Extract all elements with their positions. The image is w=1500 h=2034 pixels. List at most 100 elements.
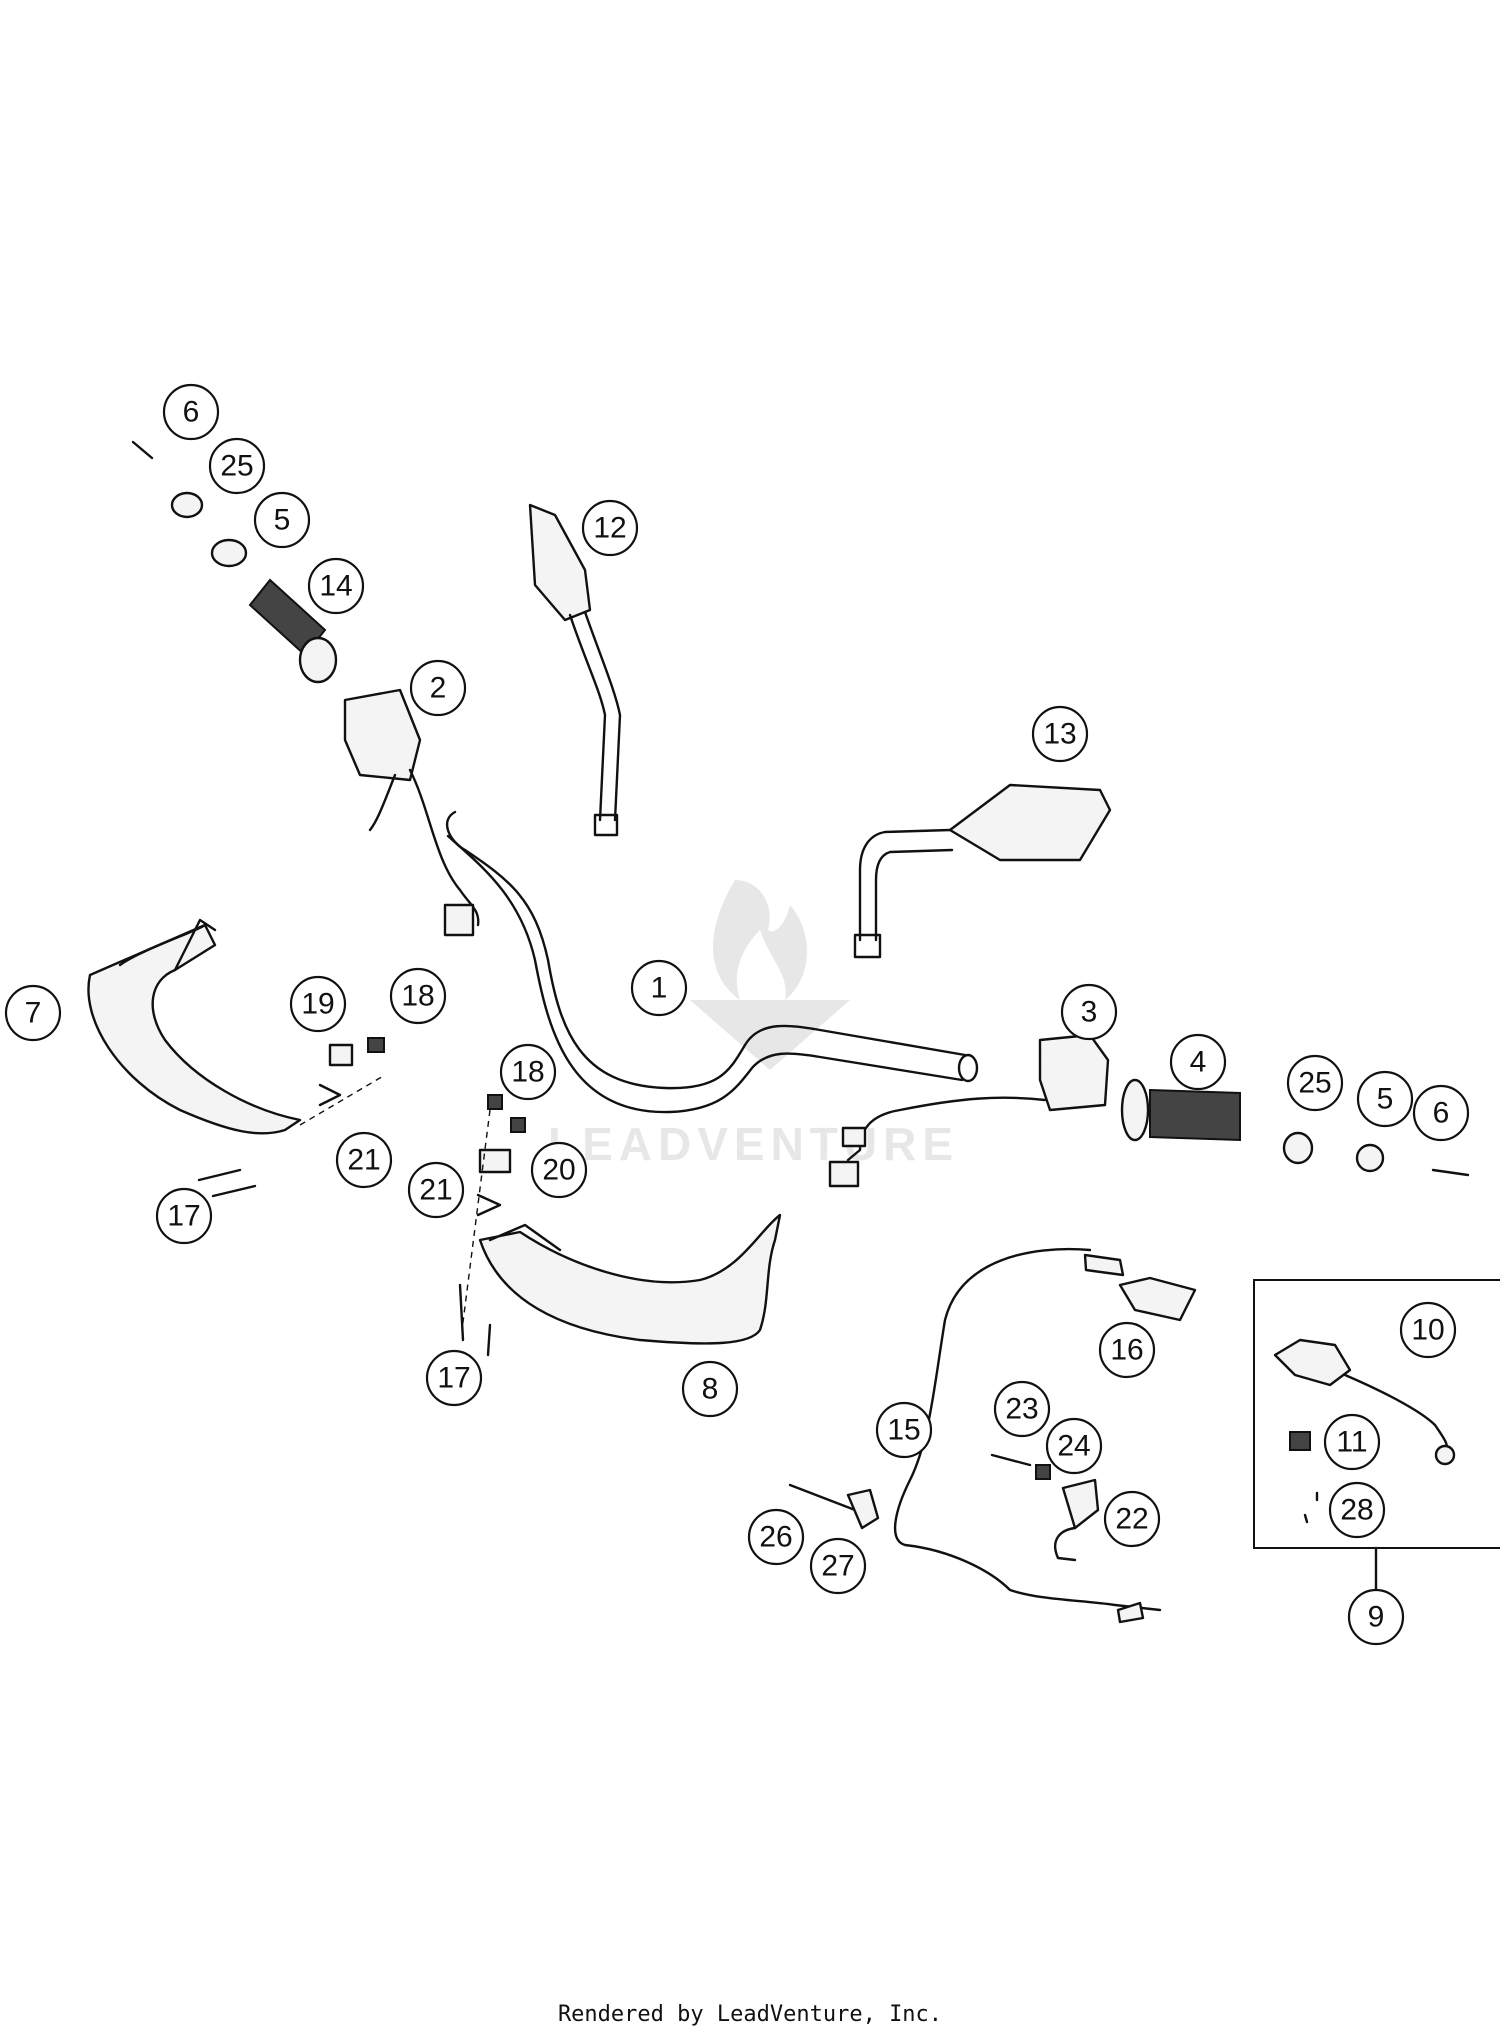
callout-number: 26 — [759, 1521, 792, 1554]
callout-number: 22 — [1115, 1503, 1148, 1536]
callout-circle — [681, 1360, 739, 1418]
callout-number: 7 — [25, 997, 42, 1030]
callout-4: 4 — [1169, 1033, 1227, 1091]
callout-number: 17 — [437, 1362, 470, 1395]
callout-13: 13 — [1031, 705, 1089, 763]
callout-number: 17 — [167, 1200, 200, 1233]
callout-26: 26 — [747, 1508, 805, 1566]
callout-5: 5 — [1356, 1070, 1414, 1128]
callout-number: 23 — [1005, 1393, 1038, 1426]
callout-3: 3 — [1060, 983, 1118, 1041]
callout-circle — [1060, 983, 1118, 1041]
callout-number: 25 — [220, 450, 253, 483]
callout-circle — [499, 1043, 557, 1101]
callout-number: 5 — [1377, 1083, 1394, 1116]
callout-number: 6 — [183, 396, 200, 429]
callout-number: 4 — [1190, 1046, 1207, 1079]
callout-circle — [1412, 1084, 1470, 1142]
callout-number: 3 — [1081, 996, 1098, 1029]
callout-number: 13 — [1043, 718, 1076, 751]
callout-number: 24 — [1057, 1430, 1090, 1463]
callout-number: 11 — [1336, 1426, 1367, 1459]
callout-24: 24 — [1045, 1417, 1103, 1475]
callout-number: 2 — [430, 672, 447, 705]
grip-left — [248, 578, 338, 684]
callout-circle — [425, 1349, 483, 1407]
callout-10: 10 — [1399, 1301, 1457, 1359]
callout-number: 18 — [511, 1056, 544, 1089]
callout-circle — [162, 383, 220, 441]
callout-circle — [1098, 1321, 1156, 1379]
callout-11: 11 — [1323, 1413, 1381, 1471]
mounting-hardware — [197, 1037, 526, 1357]
callout-circle — [1031, 705, 1089, 763]
callout-circle — [407, 1161, 465, 1219]
clutch-cable — [893, 1247, 1162, 1624]
callout-5: 5 — [253, 491, 311, 549]
callout-circle — [809, 1537, 867, 1595]
callout-number: 25 — [1298, 1067, 1331, 1100]
callout-7: 7 — [4, 984, 62, 1042]
callout-circle — [253, 491, 311, 549]
mirror-right — [853, 783, 1112, 959]
leader-line — [461, 1109, 491, 1331]
callout-circle — [1286, 1054, 1344, 1112]
callout-20: 20 — [530, 1141, 588, 1199]
callout-circle — [581, 499, 639, 557]
callout-number: 21 — [347, 1144, 380, 1177]
callout-number: 14 — [319, 570, 352, 603]
callout-number: 16 — [1110, 1334, 1143, 1367]
callout-circle — [1045, 1417, 1103, 1475]
watermark-text: LEADVENTURE — [548, 1118, 959, 1170]
cable-boot — [1118, 1276, 1197, 1322]
callout-number: 18 — [401, 980, 434, 1013]
callout-number: 1 — [651, 972, 668, 1005]
callout-19: 19 — [289, 975, 347, 1033]
callout-circle — [993, 1380, 1051, 1438]
clutch-switch — [788, 1483, 880, 1530]
callout-circle — [4, 984, 62, 1042]
callout-18: 18 — [389, 967, 447, 1025]
callout-12: 12 — [581, 499, 639, 557]
callout-circle — [409, 659, 467, 717]
callout-21: 21 — [335, 1131, 393, 1189]
callout-circle — [875, 1401, 933, 1459]
mirror-left — [528, 503, 622, 837]
callout-circle — [1103, 1490, 1161, 1548]
handguard-left — [87, 918, 302, 1135]
callout-circle — [155, 1187, 213, 1245]
callout-circle — [1323, 1413, 1381, 1471]
callout-number: 27 — [821, 1550, 854, 1583]
callout-23: 23 — [993, 1380, 1051, 1438]
callout-27: 27 — [809, 1537, 867, 1595]
callout-circle — [335, 1131, 393, 1189]
handguard-right — [478, 1213, 782, 1345]
callout-6: 6 — [1412, 1084, 1470, 1142]
callout-circle — [389, 967, 447, 1025]
callout-2: 2 — [409, 659, 467, 717]
callout-circle — [1328, 1481, 1386, 1539]
callout-number: 28 — [1340, 1494, 1373, 1527]
bar-end-screw-right — [1431, 1168, 1470, 1177]
callout-17: 17 — [155, 1187, 213, 1245]
callout-17: 17 — [425, 1349, 483, 1407]
callout-number: 21 — [419, 1174, 452, 1207]
callout-number: 19 — [301, 988, 334, 1021]
lever-assembly-box — [1253, 1279, 1500, 1549]
callout-circle — [1399, 1301, 1457, 1359]
callout-circle — [289, 975, 347, 1033]
callout-25: 25 — [208, 437, 266, 495]
grip-right — [1120, 1078, 1241, 1142]
callout-16: 16 — [1098, 1321, 1156, 1379]
bar-end-screw-left — [131, 440, 154, 460]
callout-number: 5 — [274, 504, 291, 537]
callout-28: 28 — [1328, 1481, 1386, 1539]
callout-15: 15 — [875, 1401, 933, 1459]
handlebar — [445, 810, 979, 1114]
callout-number: 12 — [593, 512, 626, 545]
callout-number: 15 — [887, 1414, 920, 1447]
callout-circle — [630, 959, 688, 1017]
callout-circle — [208, 437, 266, 495]
